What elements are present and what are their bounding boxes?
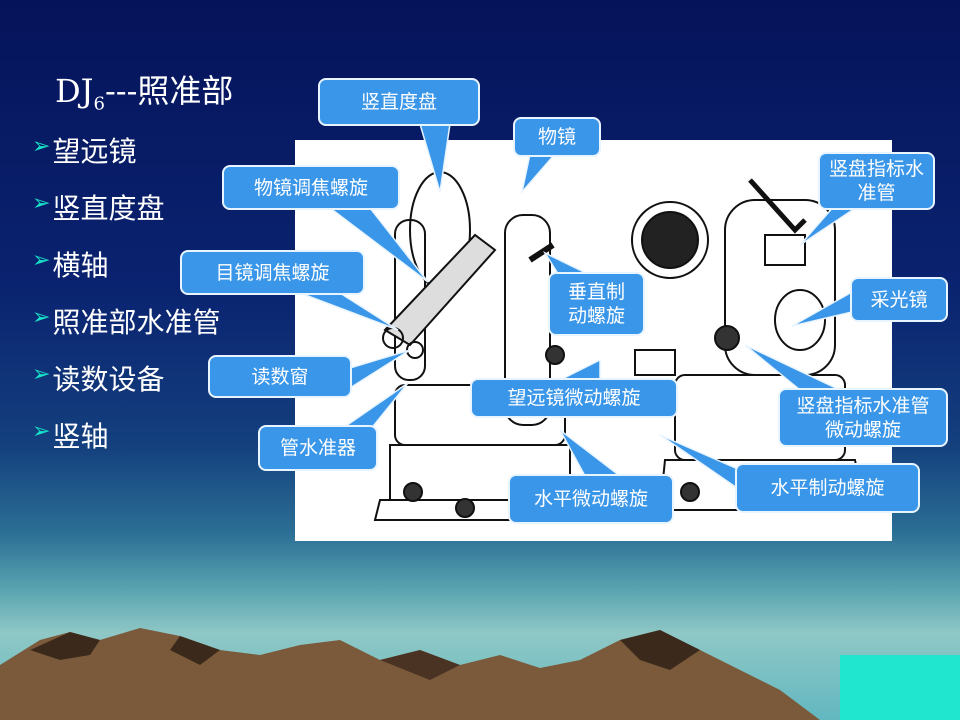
arrow-bullet-icon: ➢ — [32, 419, 51, 444]
bullet-item: ➢望远镜 — [32, 134, 137, 168]
bullet-item: ➢竖轴 — [32, 419, 109, 453]
bullet-list: ➢望远镜 ➢竖直度盘 ➢横轴 ➢照准部水准管 ➢读数设备 ➢竖轴 — [32, 130, 220, 472]
arrow-bullet-icon: ➢ — [32, 362, 51, 387]
arrow-bullet-icon: ➢ — [32, 134, 51, 159]
bullet-item: ➢读数设备 — [32, 362, 165, 396]
arrow-bullet-icon: ➢ — [32, 305, 51, 330]
callout-tube-level: 管水准器 — [258, 425, 378, 471]
callout-telescope-tangent-screw: 望远镜微动螺旋 — [470, 378, 678, 418]
callout-horizontal-tangent-screw: 水平微动螺旋 — [508, 474, 674, 524]
callout-reading-window: 读数窗 — [208, 355, 352, 398]
arrow-bullet-icon: ➢ — [32, 248, 51, 273]
callout-objective-focus-screw: 物镜调焦螺旋 — [222, 165, 400, 210]
callout-objective-lens: 物镜 — [513, 117, 601, 157]
bullet-item: ➢竖直度盘 — [32, 191, 165, 225]
callout-vertical-clamp-screw: 垂直制动螺旋 — [548, 272, 645, 336]
callout-reflecting-mirror: 采光镜 — [850, 277, 948, 322]
bullet-item: ➢照准部水准管 — [32, 305, 221, 339]
callout-vertical-circle: 竖直度盘 — [318, 78, 480, 126]
slide-title: DJ6---照准部 — [55, 72, 234, 115]
callout-index-level-tangent-screw: 竖盘指标水准管微动螺旋 — [778, 388, 948, 447]
arrow-bullet-icon: ➢ — [32, 191, 51, 216]
callout-index-level-tube: 竖盘指标水准管 — [818, 152, 935, 210]
bullet-item: ➢横轴 — [32, 248, 109, 282]
callout-horizontal-clamp-screw: 水平制动螺旋 — [735, 463, 920, 513]
callout-eyepiece-focus-screw: 目镜调焦螺旋 — [180, 250, 365, 295]
